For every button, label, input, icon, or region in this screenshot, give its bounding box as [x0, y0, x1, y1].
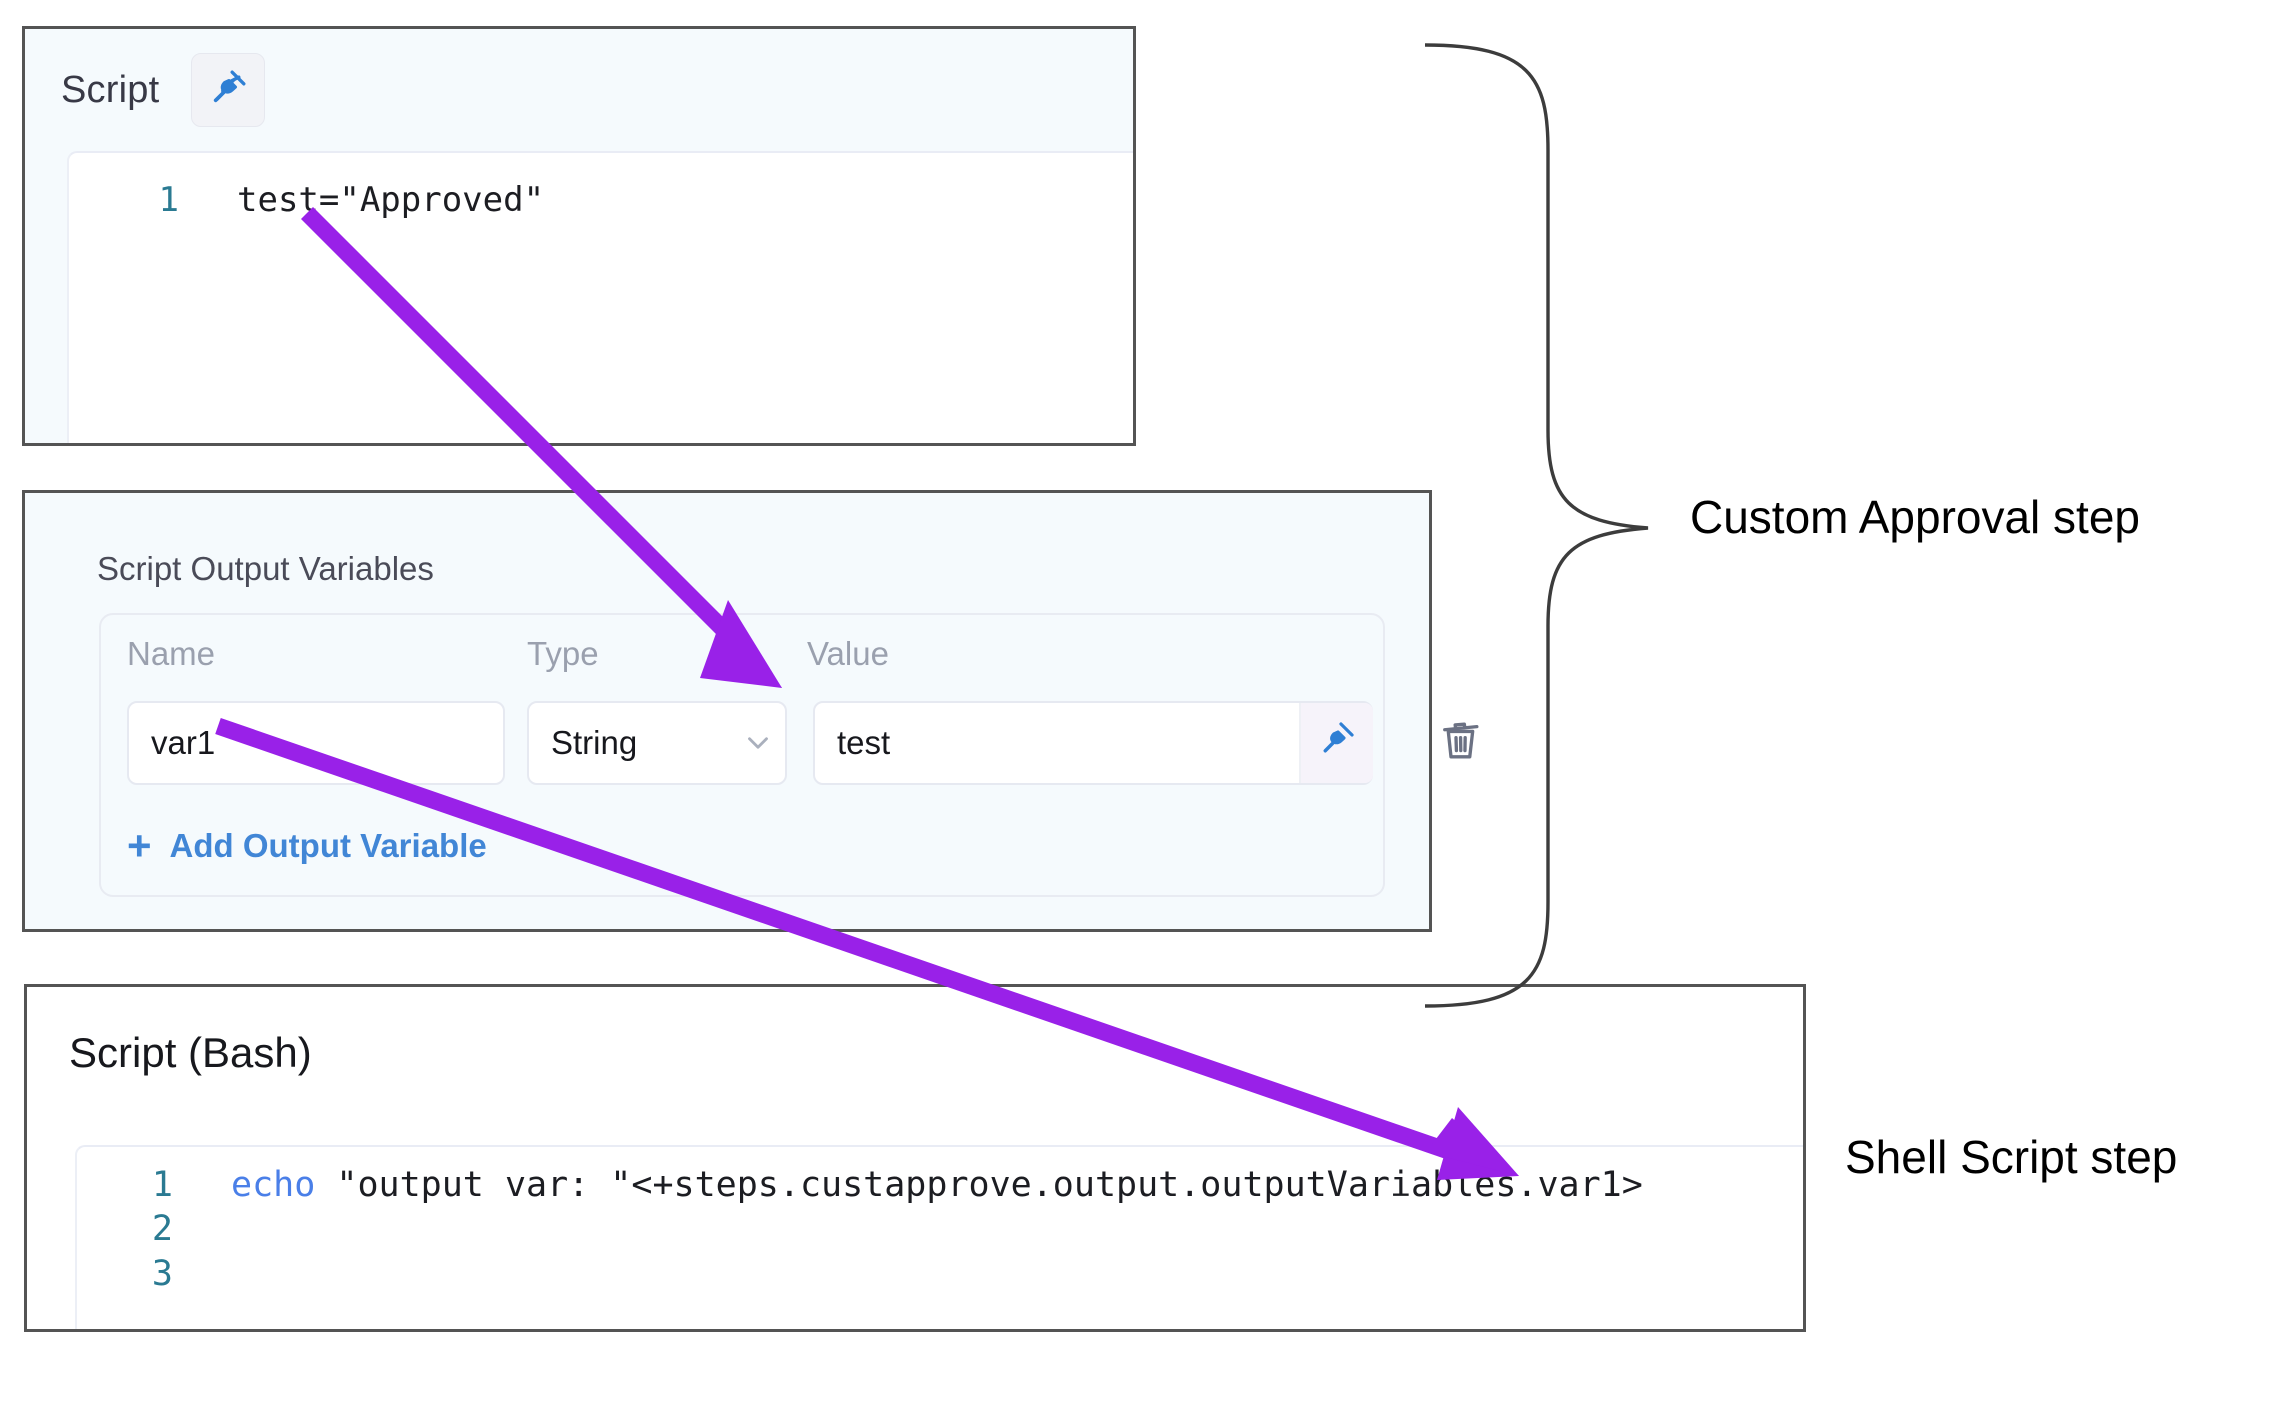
output-variables-column-headers: Name Type Value — [127, 635, 1383, 687]
pin-icon-button-value[interactable] — [1299, 703, 1373, 783]
line-content: echo "output var: "<+steps.custapprove.o… — [177, 1163, 1643, 1207]
code-line: 3 — [77, 1252, 1803, 1296]
chevron-down-icon — [741, 726, 775, 760]
pin-icon-button[interactable] — [191, 53, 266, 127]
curly-brace — [1424, 43, 1649, 1008]
variable-name-input[interactable]: var1 — [127, 701, 505, 785]
bash-code-editor[interactable]: 1 echo "output var: "<+steps.custapprove… — [75, 1145, 1803, 1329]
bash-keyword: echo — [231, 1165, 316, 1205]
code-line: 1 echo "output var: "<+steps.custapprove… — [77, 1163, 1803, 1207]
variable-value-text: test — [837, 724, 891, 761]
script-output-variables-panel: Script Output Variables Name Type Value … — [22, 490, 1479, 932]
annotation-label-shell-script: Shell Script step — [1845, 1131, 2178, 1183]
output-variables-card: Name Type Value var1 String — [99, 613, 1479, 897]
script-panel: Script 1 test="Approved" — [22, 26, 1136, 446]
bash-panel-title: Script (Bash) — [69, 1029, 312, 1076]
variable-value-input[interactable]: test — [813, 701, 1373, 785]
line-number: 1 — [158, 180, 179, 220]
plus-icon: + — [127, 822, 152, 870]
line-number: 1 — [151, 1165, 173, 1205]
script-code-lines: 1 test="Approved" — [69, 153, 1133, 219]
code-line: 1 test="Approved" — [69, 181, 1133, 219]
line-content: test="Approved" — [237, 180, 545, 220]
variable-type-select[interactable]: String — [527, 701, 787, 785]
variable-type-value: String — [551, 724, 638, 761]
variable-name-value: var1 — [151, 724, 216, 761]
pin-icon — [208, 68, 248, 113]
output-variables-title: Script Output Variables — [97, 550, 434, 587]
column-header-name: Name — [127, 635, 216, 672]
bash-line-rest: "output var: "<+steps.custapprove.output… — [315, 1165, 1643, 1205]
add-output-variable-link[interactable]: + Add Output Variable — [127, 822, 487, 870]
annotation-label-custom-approval: Custom Approval step — [1690, 491, 2141, 543]
output-variable-row: var1 String test — [127, 701, 1479, 789]
column-header-type: Type — [527, 635, 599, 672]
column-header-value: Value — [807, 635, 889, 672]
add-output-variable-label: Add Output Variable — [169, 827, 487, 864]
pin-icon — [1318, 720, 1356, 766]
script-panel-title: Script — [61, 68, 160, 111]
delete-variable-button[interactable] — [1427, 709, 1495, 777]
trash-icon — [1436, 716, 1486, 771]
script-panel-header: Script — [25, 29, 1133, 151]
bash-script-panel: Script (Bash) 1 echo "output var: "<+ste… — [24, 984, 1806, 1332]
line-number: 3 — [151, 1253, 173, 1294]
code-line: 2 — [77, 1207, 1803, 1251]
script-code-editor[interactable]: 1 test="Approved" — [67, 151, 1133, 443]
line-number: 2 — [151, 1209, 173, 1250]
bash-code-lines: 1 echo "output var: "<+steps.custapprove… — [77, 1147, 1803, 1296]
